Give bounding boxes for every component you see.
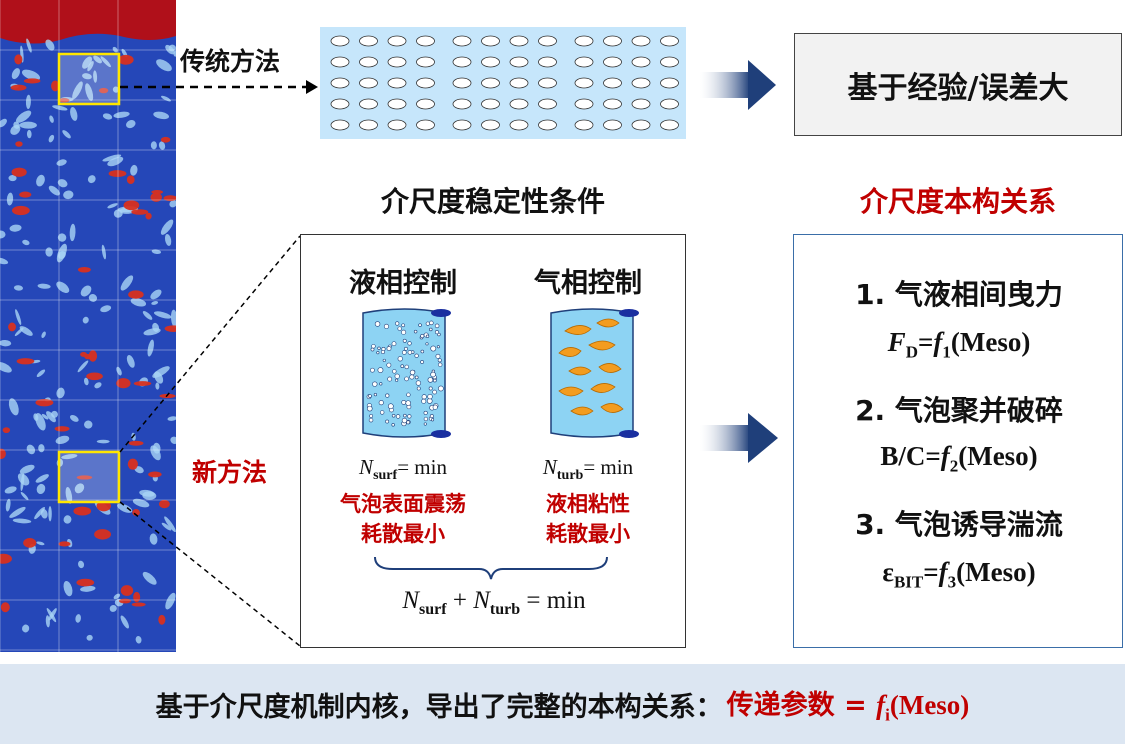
simulation-strip-image xyxy=(0,0,176,652)
drag-force-equation: FD=f1(Meso) xyxy=(887,327,1031,362)
bubble-induced-turbulence-title: 3. 气泡诱导湍流 xyxy=(855,508,1063,541)
coalescence-breakup-title: 2. 气泡聚并破碎 xyxy=(855,394,1063,427)
coalescence-breakup-equation: B/C=f2(Meso) xyxy=(880,441,1038,476)
result-arrow xyxy=(700,60,776,110)
traditional-method-label: 传统方法 xyxy=(180,47,281,76)
traditional-result-text: 基于经验/误差大 xyxy=(847,70,1069,106)
conclusion-text: 基于介尺度机制内核，导出了完整的本构关系： xyxy=(155,691,723,723)
connector-overlay xyxy=(119,60,778,647)
trad-arrowhead xyxy=(306,80,318,94)
zoom-line-bottom xyxy=(119,501,301,647)
gas-control-title: 气相控制 xyxy=(534,268,642,299)
traditional-result-box: 基于经验/误差大 xyxy=(794,33,1122,136)
liquid-control-tube-graphic xyxy=(362,308,451,438)
conclusion-banner: 基于介尺度机制内核，导出了完整的本构关系： 传递参数 = fi(Meso) xyxy=(0,664,1125,744)
zoom-line-top xyxy=(119,235,301,453)
constitutive-relation-title: 介尺度本构关系 xyxy=(859,185,1056,218)
liquid-dissipation-description: 气泡表面震荡 耗散最小 xyxy=(340,492,466,546)
gas-stability-equation: Nturb= min xyxy=(542,455,634,484)
drag-force-title: 1. 气液相间曳力 xyxy=(855,278,1063,311)
liquid-control-title: 液相控制 xyxy=(349,268,457,299)
gas-control-tube-graphic xyxy=(550,308,639,438)
conclusion-highlight: 传递参数 = fi(Meso) xyxy=(726,689,970,725)
combined-stability-equation: Nsurf + Nturb = min xyxy=(402,587,586,618)
constitutive-arrow xyxy=(700,413,778,463)
uniform-bubble-grid xyxy=(320,27,686,139)
stability-condition-box: 液相控制 气相控制 Nsurf= min Nturb= min 气泡表面震荡 耗… xyxy=(300,234,686,648)
gas-dissipation-description: 液相粘性 耗散最小 xyxy=(546,492,630,546)
bubble-induced-turbulence-equation: εBIT=f3(Meso) xyxy=(882,557,1036,592)
liquid-stability-equation: Nsurf= min xyxy=(359,455,447,484)
constitutive-relation-box: 1. 气液相间曳力 FD=f1(Meso) 2. 气泡聚并破碎 B/C=f2(M… xyxy=(793,234,1123,648)
stability-condition-title: 介尺度稳定性条件 xyxy=(380,185,605,218)
new-method-label: 新方法 xyxy=(192,458,268,487)
combining-brace xyxy=(374,556,608,580)
